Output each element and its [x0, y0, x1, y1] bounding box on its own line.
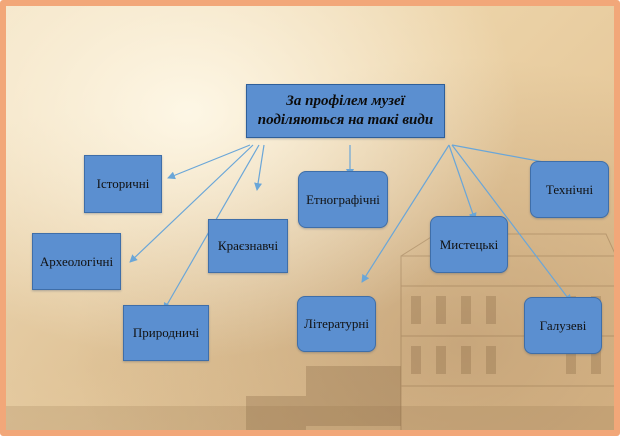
category-label: Археологічні: [39, 253, 114, 269]
title-line-2: поділяються на такі види: [257, 112, 434, 128]
category-box-pryrodnychi: Природничі: [123, 305, 209, 361]
category-label: Мистецькі: [439, 236, 499, 252]
category-box-literaturni: Літературні: [297, 296, 376, 352]
category-box-haluzevi: Галузеві: [524, 297, 602, 354]
category-box-etnohrafichni: Етнографічні: [298, 171, 388, 228]
category-label: Технічні: [545, 181, 594, 197]
category-box-tekhnichni: Технічні: [530, 161, 609, 218]
category-box-istorychni: Історичні: [84, 155, 162, 213]
arrow-to-istorychni: [167, 144, 251, 180]
category-box-kraieznavchi: Краєзнавчі: [208, 219, 288, 273]
category-box-mystetski: Мистецькі: [430, 216, 508, 273]
title-line-1: За профілем музеї: [286, 93, 405, 109]
arrow-to-arkheolohichni: [129, 144, 254, 263]
category-label: Краєзнавчі: [217, 238, 279, 253]
category-label: Історичні: [96, 176, 150, 191]
arrow-to-haluzevi: [451, 144, 572, 303]
background-building-illustration: [6, 233, 614, 430]
category-label: Етнографічні: [306, 191, 380, 207]
category-label: Галузеві: [539, 317, 587, 333]
diagram-title-box: За профілем музеї поділяються на такі ви…: [246, 84, 445, 138]
arrow-to-literaturni: [361, 144, 450, 283]
category-label: Літературні: [304, 316, 369, 331]
arrow-to-kraieznavchi: [254, 144, 265, 191]
category-box-arkheolohichni: Археологічні: [32, 233, 121, 290]
category-label: Природничі: [132, 325, 200, 340]
arrow-to-mystetski: [448, 144, 477, 221]
